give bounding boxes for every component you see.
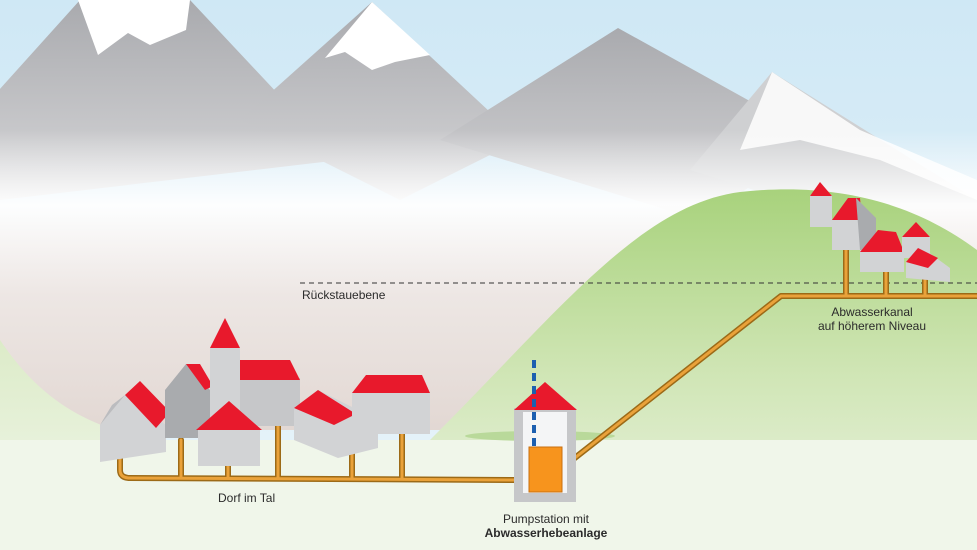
hilltop-village xyxy=(810,182,950,282)
hill-house-3 xyxy=(860,230,904,272)
pump-station-label: Pumpstation mit Abwasserhebeanlage xyxy=(466,512,626,540)
house-right xyxy=(352,375,430,434)
sewer-label: Abwasserkanal auf höherem Niveau xyxy=(802,305,942,333)
house-front-centre xyxy=(196,401,262,466)
house-far-left xyxy=(100,381,170,462)
mountain-middle-snow xyxy=(325,2,430,70)
house-centre-right xyxy=(294,390,378,458)
pump-station-label-line1: Pumpstation mit xyxy=(502,512,590,526)
sewer-label-line1: Abwasserkanal xyxy=(831,305,913,319)
valley-floor xyxy=(0,440,977,550)
hill-house-5 xyxy=(906,246,950,282)
church xyxy=(210,318,300,426)
hill-house-2 xyxy=(832,198,876,250)
sewer-label-line2: auf höherem Niveau xyxy=(817,319,927,333)
mountain-left-snow xyxy=(78,0,190,55)
backflow-level-label: Rückstauebene xyxy=(302,288,386,302)
valley-village xyxy=(100,318,430,466)
pump-station-label-line2: Abwasserhebeanlage xyxy=(484,526,608,540)
village-valley-label: Dorf im Tal xyxy=(218,491,276,505)
lift-unit xyxy=(528,446,563,493)
pump-station-roof xyxy=(514,382,577,410)
house-left-grey xyxy=(165,364,213,438)
hill-house-1 xyxy=(810,182,832,227)
pump-station xyxy=(514,360,577,502)
